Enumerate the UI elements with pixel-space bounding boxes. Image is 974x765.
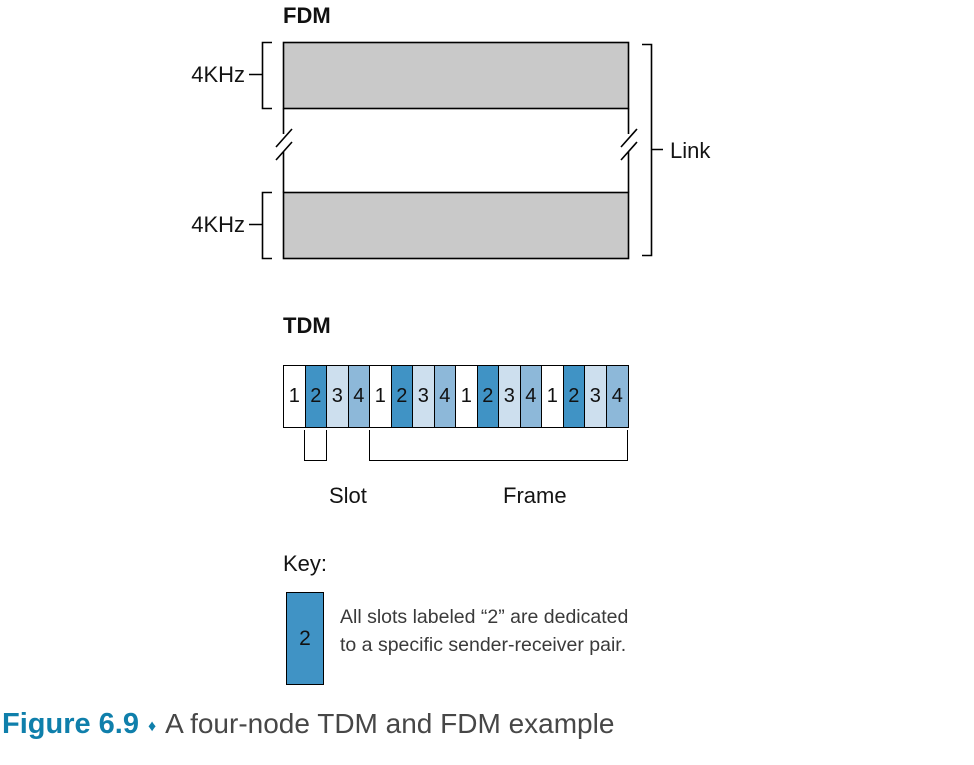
- fdm-4khz-label-top: 4KHz: [191, 62, 245, 87]
- tdm-slot-3: 3: [327, 366, 349, 427]
- key-swatch: 2: [286, 592, 324, 685]
- caption-diamond-icon: ♦: [148, 717, 157, 735]
- fdm-break-marks-icon: [275, 128, 638, 161]
- tdm-title: TDM: [283, 313, 331, 338]
- fdm-link-label: Link: [670, 138, 711, 163]
- key-text-line2: to a specific sender-receiver pair.: [340, 634, 627, 656]
- fdm-4khz-label-bottom: 4KHz: [191, 212, 245, 237]
- fdm-band-top: [282, 41, 630, 110]
- fdm-4khz-bracket-top: [249, 41, 272, 110]
- tdm-slot-1: 1: [542, 366, 564, 427]
- tdm-slot-2: 2: [477, 366, 499, 427]
- tdm-slot-3: 3: [585, 366, 607, 427]
- tdm-slot-4: 4: [348, 366, 370, 427]
- key-swatch-label: 2: [299, 626, 311, 650]
- figure-caption: Figure 6.9 ♦ A four-node TDM and FDM exa…: [2, 708, 614, 741]
- tdm-slot-3: 3: [499, 366, 521, 427]
- tdm-slot-1: 1: [284, 366, 306, 427]
- tdm-slot-bracket: [304, 430, 327, 461]
- fdm-link-bracket: [642, 43, 663, 257]
- caption-figure-number: Figure 6.9: [2, 708, 139, 740]
- fdm-band-bottom: [282, 191, 630, 260]
- fdm-4khz-bracket-bottom: [249, 191, 272, 260]
- fdm-diagram: [249, 41, 663, 260]
- tdm-frame-bracket: [369, 430, 628, 461]
- tdm-slot-3: 3: [413, 366, 435, 427]
- fdm-title: FDM: [283, 3, 331, 28]
- key-text: All slots labeled “2” are dedicated to a…: [340, 603, 628, 659]
- tdm-frame-label: Frame: [503, 483, 567, 508]
- tdm-slot-4: 4: [434, 366, 456, 427]
- tdm-slot-4: 4: [520, 366, 542, 427]
- key-title: Key:: [283, 551, 328, 576]
- tdm-slot-2: 2: [563, 366, 585, 427]
- fdm-link-edges: [282, 108, 630, 193]
- tdm-slot-2: 2: [305, 366, 327, 427]
- tdm-slot-label: Slot: [329, 483, 367, 508]
- tdm-slot-2: 2: [391, 366, 413, 427]
- tdm-slot-1: 1: [456, 366, 478, 427]
- tdm-slot-1: 1: [370, 366, 392, 427]
- caption-text: A four-node TDM and FDM example: [165, 708, 615, 739]
- key-text-line1: All slots labeled “2” are dedicated: [340, 606, 629, 628]
- tdm-slot-4: 4: [606, 366, 628, 427]
